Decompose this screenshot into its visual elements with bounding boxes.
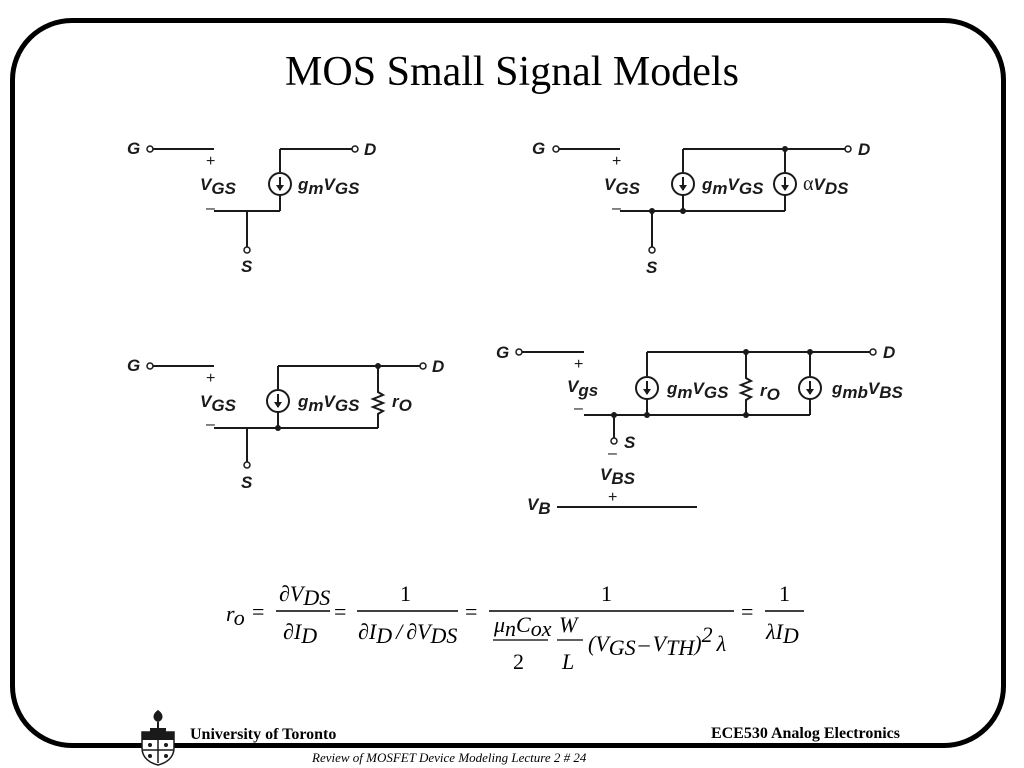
svg-text:+: + [206,153,215,170]
svg-text:D: D [432,357,444,376]
svg-text:VGS: VGS [604,175,641,198]
svg-text:+: + [608,489,617,506]
svg-text:rO: rO [760,381,780,404]
svg-text:1: 1 [779,581,790,606]
svg-text:D: D [883,343,895,362]
svg-text:λID: λID [765,619,799,648]
svg-text:ro: ro [226,601,245,630]
svg-text:–: – [608,445,617,462]
resistor-icon [372,386,384,418]
circuit-ro: G + VGS – D gmVGS rO S [127,356,444,492]
svg-text:S: S [241,473,253,492]
alpha-vds-label: αVDS [803,173,849,198]
ro-label: rO [392,392,412,415]
svg-text:∂ID: ∂ID [283,619,317,648]
svg-text:μnCox: μnCox [493,612,552,641]
svg-text:VGS: VGS [200,392,237,415]
gate-label: G [127,139,140,158]
svg-text:∂VDS: ∂VDS [279,581,330,610]
slide-frame [10,18,1006,748]
gm-vgs-label: gmVGS [297,175,360,198]
vbs-label: VBS [600,465,636,488]
svg-text:1: 1 [601,581,612,606]
dependent-source-icon [773,172,797,196]
lecture-subtitle: Review of MOSFET Device Modeling Lecture… [312,750,587,765]
drain-label: D [364,140,376,159]
course-name: ECE530 Analog Electronics [710,725,900,742]
svg-text:(VGS–VTH)2λ: (VGS–VTH)2λ [588,622,726,660]
svg-text:S: S [646,258,658,277]
svg-text:+: + [612,153,621,170]
svg-text:+: + [574,356,583,373]
svg-text:W: W [559,612,579,637]
circuit-alpha-vds: G + VGS – D gmVGS αVDS S [532,139,870,277]
svg-text:L: L [561,649,574,674]
svg-text:gmVGS: gmVGS [701,175,764,198]
svg-text:∂ID/∂VDS: ∂ID/∂VDS [358,619,457,648]
svg-text:–: – [612,200,621,217]
svg-text:1: 1 [400,581,411,606]
source-label: S [241,257,253,276]
current-source-icon [635,376,659,400]
svg-text:gmVGS: gmVGS [666,379,729,402]
university-name: University of Toronto [190,726,337,743]
svg-text:gmVGS: gmVGS [297,392,360,415]
svg-text:=: = [465,599,477,624]
gmb-vbs-label: gmbVBS [831,379,904,402]
body-source-icon [798,376,822,400]
current-source-icon [268,172,292,196]
svg-text:S: S [624,433,636,452]
output-resistance-equation: ro = ∂VDS ∂ID = 1 ∂ID/∂VDS = 1 μnCox 2 W… [226,581,804,674]
svg-text:–: – [574,400,583,417]
current-source-icon [671,172,695,196]
svg-text:G: G [127,356,140,375]
svg-text:–: – [206,200,215,217]
vb-label: VB [527,495,551,518]
circuit-body-effect: G + Vgs – D gmVGS rO gmbVBS S – VBS + VB [496,343,904,518]
svg-text:=: = [334,599,346,624]
vgs-lower-label: Vgs [567,377,598,400]
svg-text:=: = [741,599,753,624]
vgs-label: VGS [200,175,237,198]
resistor-icon [740,372,752,404]
university-crest-logo [141,710,175,766]
svg-text:D: D [858,140,870,159]
current-source-icon [266,389,290,413]
circuit-basic: G + VGS – D gmVGS S [127,139,376,276]
svg-text:=: = [252,599,264,624]
svg-text:–: – [206,416,215,433]
svg-text:+: + [206,370,215,387]
svg-text:G: G [532,139,545,158]
svg-text:2: 2 [513,649,524,674]
slide-title: MOS Small Signal Models [285,49,739,95]
svg-text:G: G [496,343,509,362]
